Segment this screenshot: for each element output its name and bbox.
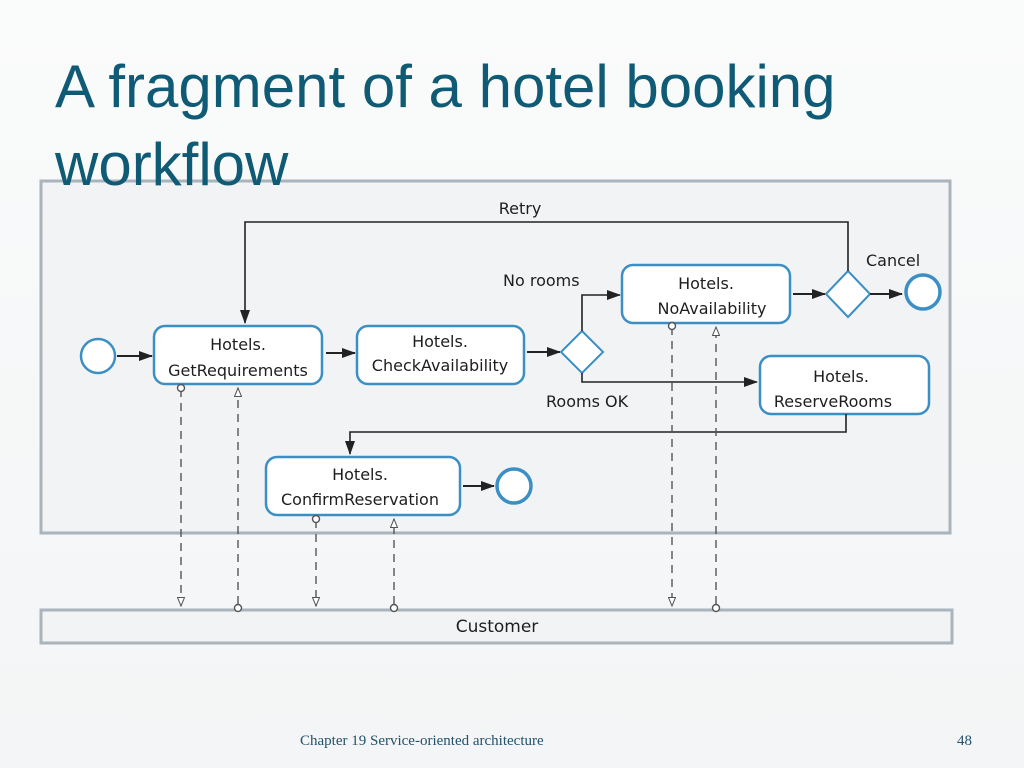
- cancel-end-event: [904, 273, 942, 311]
- message-flow-origins: [176, 321, 721, 613]
- cancel-label: Cancel: [866, 251, 920, 270]
- svg-text:Hotels.: Hotels.: [813, 367, 869, 386]
- svg-text:ConfirmReservation: ConfirmReservation: [281, 490, 439, 509]
- slide-footer: Chapter 19 Service-oriented architecture…: [0, 733, 1024, 753]
- end-event: [495, 467, 533, 505]
- footer-caption: Chapter 19 Service-oriented architecture: [300, 733, 544, 749]
- activity-confirm-reservation: Hotels. ConfirmReservation: [264, 455, 462, 517]
- slide-title: A fragment of a hotel booking workflow: [55, 53, 836, 198]
- rooms-ok-label: Rooms OK: [546, 392, 629, 411]
- svg-text:CheckAvailability: CheckAvailability: [372, 356, 508, 375]
- message-flows: [181, 327, 716, 606]
- svg-text:Hotels.: Hotels.: [678, 274, 734, 293]
- flow-rooms-ok: [581, 373, 758, 387]
- activity-check-availability: Hotels. CheckAvailability: [355, 324, 526, 386]
- svg-text:ReserveRooms: ReserveRooms: [774, 392, 892, 411]
- svg-text:GetRequirements: GetRequirements: [168, 361, 308, 380]
- retry-label: Retry: [499, 199, 542, 218]
- customer-label: Customer: [456, 617, 539, 637]
- no-rooms-label: No rooms: [503, 271, 580, 290]
- activity-get-requirements: Hotels. GetRequirements: [152, 324, 324, 386]
- flow-no-rooms: [581, 290, 621, 331]
- flow-retry: [240, 221, 849, 324]
- start-event: [79, 337, 117, 375]
- svg-text:Hotels.: Hotels.: [412, 332, 468, 351]
- activity-no-availability: Hotels. NoAvailability: [620, 263, 792, 325]
- svg-text:NoAvailability: NoAvailability: [658, 299, 767, 318]
- page-number: 48: [957, 733, 972, 749]
- customer-lane: [39, 608, 954, 645]
- activity-reserve-rooms: Hotels. ReserveRooms: [758, 354, 931, 416]
- svg-text:Hotels.: Hotels.: [332, 465, 388, 484]
- retry-cancel-gateway: [824, 269, 872, 319]
- flow-reserve-rooms-to-confirm: [345, 414, 847, 455]
- svg-text:Hotels.: Hotels.: [210, 335, 266, 354]
